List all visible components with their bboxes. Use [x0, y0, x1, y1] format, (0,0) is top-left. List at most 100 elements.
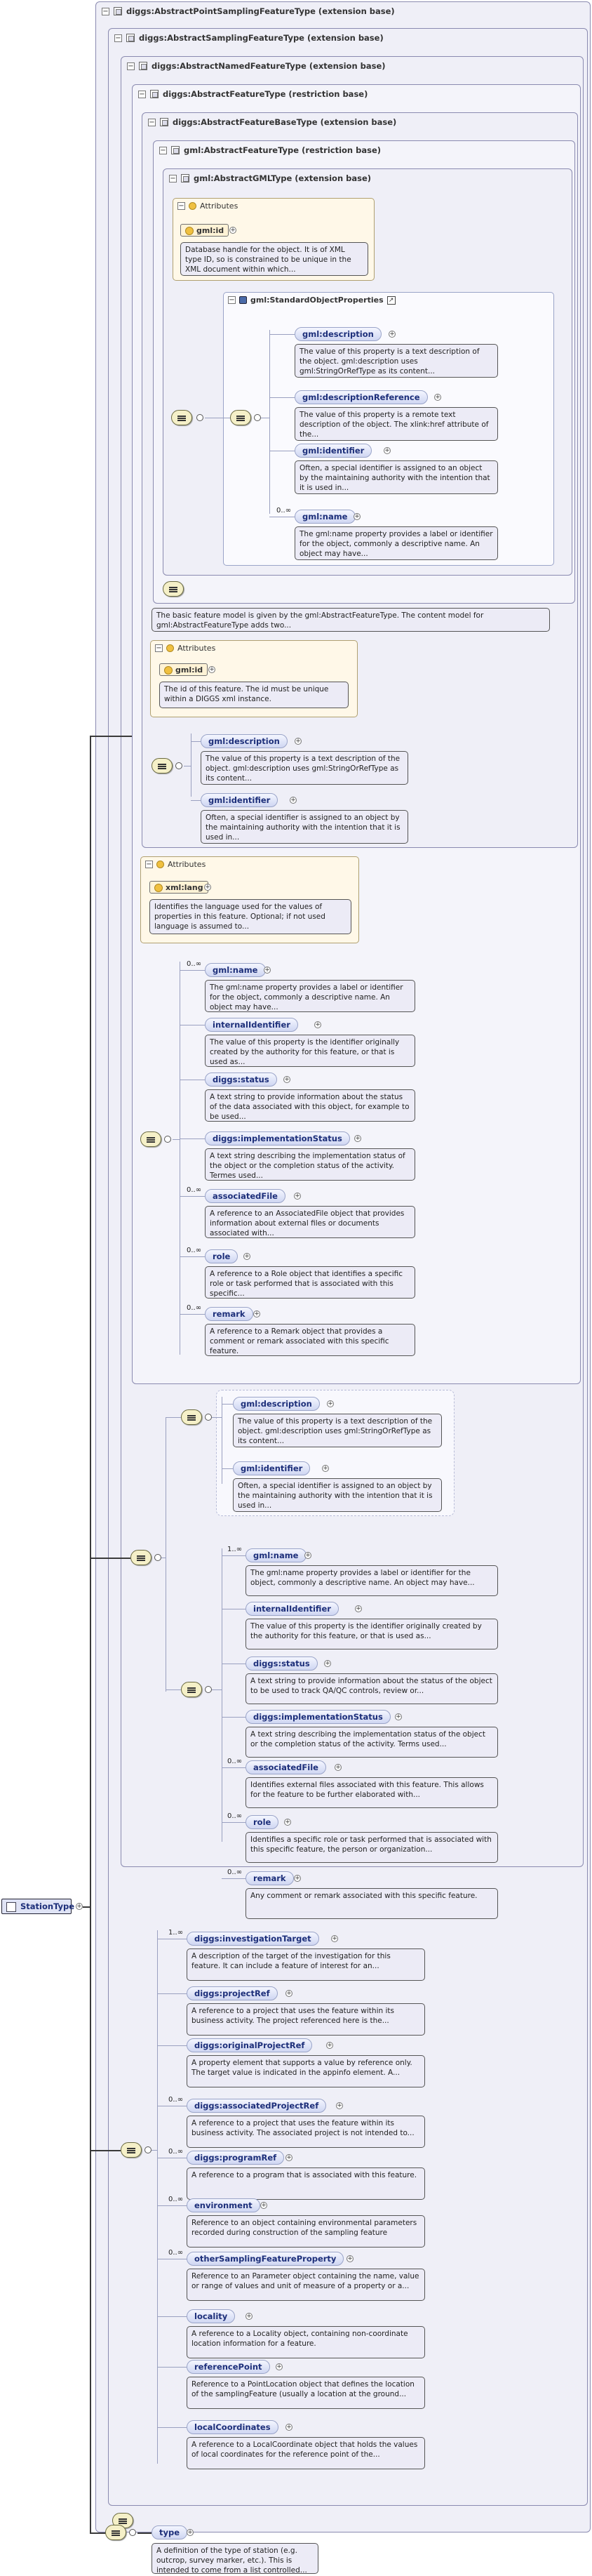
element-locality[interactable]: locality [187, 2309, 236, 2323]
expand-icon[interactable]: + [245, 2313, 253, 2320]
expand-icon[interactable]: + [322, 1465, 329, 1472]
expand-icon[interactable]: + [229, 227, 236, 234]
element-referencepoint[interactable]: referencePoint [187, 2360, 270, 2374]
element-associatedfile[interactable]: associatedFile [205, 1189, 285, 1203]
choice-compositor-icon[interactable] [181, 1409, 202, 1425]
element-diggs-originalprojectref[interactable]: diggs:originalProjectRef [187, 2038, 313, 2052]
expand-icon[interactable]: + [326, 2042, 333, 2049]
sequence-compositor-icon[interactable] [140, 1131, 161, 1147]
element-description: A definition of the type of station (e.g… [152, 2543, 318, 2574]
expand-icon[interactable]: + [304, 1552, 311, 1559]
expand-icon[interactable]: + [314, 1021, 321, 1028]
expand-icon[interactable]: + [243, 1253, 250, 1260]
collapse-toggle[interactable]: − [114, 34, 122, 42]
element-role[interactable]: role [205, 1249, 238, 1263]
expand-icon[interactable]: + [283, 1076, 290, 1083]
expand-icon[interactable]: + [253, 1310, 260, 1317]
collapse-toggle[interactable]: − [145, 861, 153, 868]
element-diggs-programref[interactable]: diggs:programRef [187, 2151, 285, 2165]
sequence-compositor-icon[interactable] [181, 1682, 202, 1697]
expand-icon[interactable]: + [285, 2424, 292, 2431]
expand-icon[interactable]: + [294, 1193, 301, 1200]
expand-icon[interactable]: + [208, 666, 215, 673]
sequence-compositor-icon[interactable] [121, 2142, 142, 2158]
element-diggs-status[interactable]: diggs:status [245, 1657, 318, 1671]
expand-icon[interactable]: + [355, 1605, 362, 1612]
attribute-xml-lang[interactable]: xml:lang [149, 881, 208, 894]
expand-icon[interactable]: + [264, 967, 271, 974]
expand-icon[interactable]: + [389, 331, 396, 338]
element-gml-description[interactable]: gml:description [295, 327, 382, 341]
collapse-toggle[interactable]: − [228, 296, 236, 304]
element-diggs-status[interactable]: diggs:status [205, 1073, 277, 1087]
expand-icon[interactable]: + [295, 738, 302, 745]
expand-icon[interactable]: + [187, 2529, 194, 2536]
choice-compositor-icon[interactable] [230, 410, 251, 425]
element-internalidentifier[interactable]: internalIdentifier [245, 1602, 339, 1616]
expand-icon[interactable]: + [395, 1713, 402, 1720]
element-gml-description[interactable]: gml:description [201, 734, 288, 748]
element-diggs-associatedprojectref[interactable]: diggs:associatedProjectRef [187, 2099, 327, 2113]
element-diggs-investigationtarget[interactable]: diggs:investigationTarget [187, 1932, 319, 1946]
collapse-toggle[interactable]: − [102, 7, 109, 15]
sequence-compositor-icon[interactable] [152, 758, 173, 774]
element-associatedfile[interactable]: associatedFile [245, 1760, 326, 1774]
expand-icon[interactable]: + [290, 797, 297, 804]
expand-icon[interactable]: + [285, 2154, 292, 2161]
element-gml-name[interactable]: gml:name [205, 963, 266, 977]
element-gml-description[interactable]: gml:description [233, 1397, 320, 1411]
element-gml-descriptionreference[interactable]: gml:descriptionReference [295, 390, 428, 404]
expand-icon[interactable]: + [284, 1819, 291, 1826]
expand-icon[interactable]: + [260, 2202, 267, 2209]
collapse-toggle[interactable]: − [169, 174, 177, 182]
collapse-toggle[interactable]: − [159, 146, 167, 154]
expand-icon[interactable]: + [331, 1935, 338, 1942]
element-gml-identifier[interactable]: gml:identifier [201, 793, 278, 807]
expand-icon[interactable]: + [324, 1660, 331, 1667]
attribute-gml-id[interactable]: gml:id [159, 663, 208, 676]
station-type-root[interactable]: StationType [1, 1899, 74, 1914]
element-internalidentifier[interactable]: internalIdentifier [205, 1018, 298, 1032]
element-gml-identifier[interactable]: gml:identifier [295, 444, 372, 458]
expand-icon[interactable]: + [327, 1400, 334, 1407]
collapse-toggle[interactable]: − [177, 202, 185, 210]
element-environment[interactable]: environment [187, 2198, 260, 2212]
element-role[interactable]: role [245, 1815, 279, 1829]
collapse-toggle[interactable]: − [155, 644, 163, 652]
element-gml-name[interactable]: gml:name [295, 510, 356, 524]
element-diggs-implementationstatus[interactable]: diggs:implementationStatus [205, 1131, 350, 1146]
sequence-compositor-icon[interactable] [171, 410, 192, 425]
expand-icon[interactable]: + [354, 513, 361, 520]
link-icon[interactable]: ↗ [386, 296, 396, 305]
element-diggs-projectref[interactable]: diggs:projectRef [187, 1986, 278, 2000]
collapse-toggle[interactable]: − [127, 62, 135, 70]
collapse-toggle[interactable]: − [138, 90, 146, 98]
element-gml-identifier[interactable]: gml:identifier [233, 1461, 311, 1475]
expand-icon[interactable]: + [335, 1764, 342, 1771]
connector-line [152, 2150, 157, 2151]
expand-icon[interactable]: + [434, 394, 441, 401]
element-diggs-implementationstatus[interactable]: diggs:implementationStatus [245, 1710, 391, 1724]
sequence-compositor-icon[interactable] [130, 1550, 152, 1565]
expand-icon[interactable]: + [285, 1990, 292, 1997]
expand-icon[interactable]: + [354, 1135, 361, 1142]
collapse-toggle[interactable]: − [148, 118, 156, 126]
attribute-gml-id[interactable]: gml:id [180, 224, 229, 237]
element-gml-name[interactable]: gml:name [245, 1548, 307, 1562]
expand-icon[interactable]: + [347, 2255, 354, 2262]
connector-line [191, 741, 201, 742]
element-remark[interactable]: remark [245, 1871, 294, 1885]
expand-icon[interactable]: + [76, 1903, 83, 1910]
sequence-compositor-icon[interactable] [105, 2525, 126, 2540]
sequence-compositor-icon[interactable] [163, 581, 184, 597]
element-remark[interactable]: remark [205, 1307, 253, 1321]
expand-icon[interactable]: + [204, 884, 211, 891]
expand-icon[interactable]: + [336, 2102, 343, 2109]
expand-icon[interactable]: + [294, 1875, 301, 1882]
expand-icon[interactable]: + [384, 447, 391, 454]
connector-line [90, 1558, 130, 1559]
element-localcoordinates[interactable]: localCoordinates [187, 2420, 278, 2434]
element-othersamplingfeatureproperty[interactable]: otherSamplingFeatureProperty [187, 2252, 344, 2266]
expand-icon[interactable]: + [276, 2363, 283, 2370]
element-type[interactable]: type [152, 2525, 188, 2540]
